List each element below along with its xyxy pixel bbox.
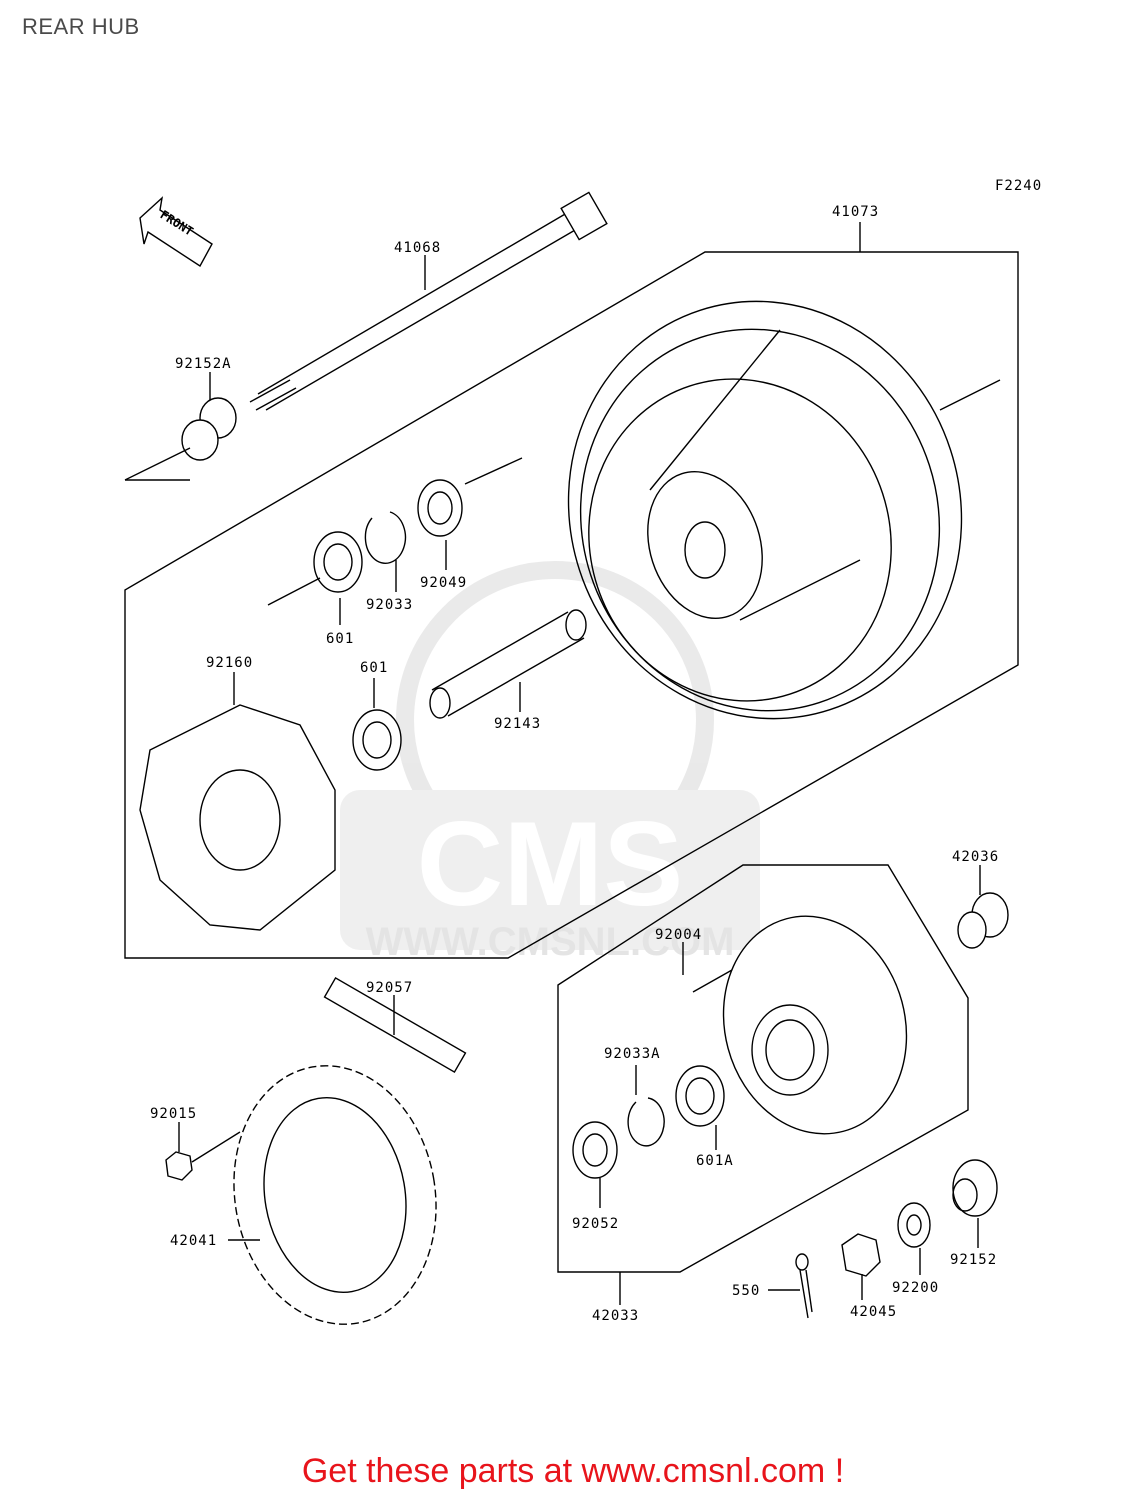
circlip-shape bbox=[364, 511, 407, 564]
collar-right-top-shape bbox=[957, 892, 1009, 949]
part-number-92160: 92160 bbox=[206, 655, 253, 671]
part-number-601A: 601A bbox=[696, 1153, 734, 1169]
stud-shape bbox=[692, 969, 733, 993]
part-number-550: 550 bbox=[732, 1283, 760, 1299]
footer-parts-link[interactable]: Get these parts at www.cmsnl.com ! bbox=[301, 1452, 845, 1490]
part-number-42036: 42036 bbox=[952, 849, 999, 865]
axle-shape bbox=[249, 191, 608, 411]
bearing-right-shape bbox=[352, 709, 402, 771]
cotter-pin-shape bbox=[795, 1253, 813, 1319]
axle-nut-shape bbox=[841, 1233, 881, 1277]
watermark-logo: CMS WWW.CMSNL.COM bbox=[340, 561, 760, 964]
part-number-92152A: 92152A bbox=[175, 356, 232, 372]
part-number-601-left: 601 bbox=[326, 631, 354, 647]
part-number-92049: 92049 bbox=[420, 575, 467, 591]
washer-shape bbox=[897, 1202, 931, 1248]
watermark-cms-text: CMS bbox=[417, 797, 684, 931]
part-number-92004: 92004 bbox=[655, 927, 702, 943]
wheel-rim-shape bbox=[567, 300, 1001, 720]
damper-shape bbox=[139, 704, 336, 931]
circlip-a-shape bbox=[627, 1097, 665, 1147]
oil-seal-shape bbox=[417, 479, 463, 537]
part-number-41073: 41073 bbox=[832, 204, 879, 220]
bearing-left-shape bbox=[313, 531, 363, 593]
watermark-url-text: WWW.CMSNL.COM bbox=[366, 920, 735, 964]
part-number-92057: 92057 bbox=[366, 980, 413, 996]
figure-code: F2240 bbox=[995, 178, 1042, 194]
part-number-92033: 92033 bbox=[366, 597, 413, 613]
seal-a-shape bbox=[572, 1121, 618, 1179]
nut-shape bbox=[165, 1151, 193, 1181]
sprocket-shape bbox=[233, 1065, 437, 1325]
chain-shape bbox=[323, 977, 467, 1073]
front-arrow-icon: FRONT bbox=[139, 196, 213, 268]
part-number-92143: 92143 bbox=[494, 716, 541, 732]
part-number-42045: 42045 bbox=[850, 1304, 897, 1320]
exploded-parts-diagram: CMS WWW.CMSNL.COM F2240 FRONT 41068 9215… bbox=[124, 178, 1042, 1325]
part-number-92052: 92052 bbox=[572, 1216, 619, 1232]
collar-left-shape bbox=[181, 397, 237, 461]
part-number-92015: 92015 bbox=[150, 1106, 197, 1122]
page-title: REAR HUB bbox=[22, 14, 140, 39]
part-number-41068: 41068 bbox=[394, 240, 441, 256]
hub-shape bbox=[722, 915, 908, 1135]
part-number-92152: 92152 bbox=[950, 1252, 997, 1268]
collar-right-shape bbox=[952, 1159, 998, 1217]
part-number-42033: 42033 bbox=[592, 1308, 639, 1324]
hub-assembly-outline bbox=[557, 864, 969, 1273]
part-number-92200: 92200 bbox=[892, 1280, 939, 1296]
part-number-92033A: 92033A bbox=[604, 1046, 661, 1062]
wheel-assembly-outline bbox=[124, 251, 1019, 959]
part-number-42041: 42041 bbox=[170, 1233, 217, 1249]
spacer-tube-shape bbox=[429, 609, 587, 719]
part-number-601-right: 601 bbox=[360, 660, 388, 676]
bearing-a-shape bbox=[675, 1065, 725, 1127]
